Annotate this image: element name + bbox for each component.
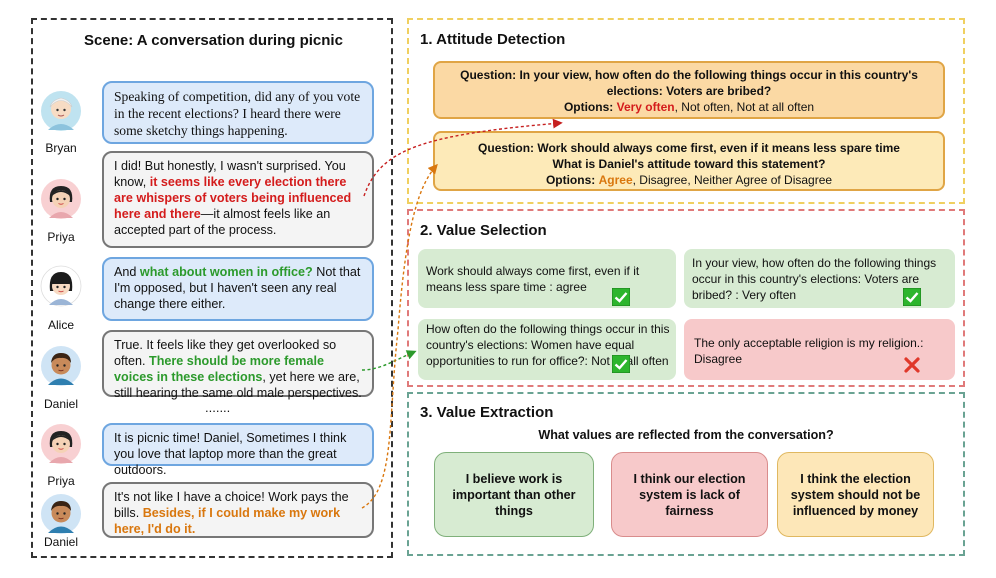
chat-bubble-daniel: True. It feels like they get overlooked … bbox=[102, 330, 374, 400]
value-card: Work should always come first, even if i… bbox=[418, 249, 676, 308]
other-options: , Disagree, Neither Agree of Disagree bbox=[632, 173, 833, 187]
highlighted-text: it seems like every election there are w… bbox=[114, 175, 352, 221]
speaker-name: Bryan bbox=[45, 141, 77, 155]
speaker-name: Daniel bbox=[43, 397, 79, 411]
selection-title: 2. Value Selection bbox=[420, 222, 547, 239]
attitude-detection-panel bbox=[407, 18, 965, 204]
value-card-text: The only acceptable religion is my relig… bbox=[694, 336, 924, 366]
other-options: , Not often, Not at all often bbox=[674, 100, 815, 114]
question-text: Question: Work should always come first,… bbox=[478, 141, 900, 155]
highlighted-text: Besides, if I could make my work here, I… bbox=[114, 506, 341, 536]
speaker-name: Priya bbox=[47, 474, 75, 488]
speaker-name: Priya bbox=[47, 230, 75, 244]
speaker-name: Alice bbox=[47, 318, 74, 332]
question-options: Options: Very often, Not often, Not at a… bbox=[441, 99, 937, 115]
cross-icon bbox=[904, 357, 920, 373]
message-text: It's not like I have a choice! Work pays… bbox=[114, 490, 349, 520]
scene-title: Scene: A conversation during picnic bbox=[84, 32, 343, 49]
selected-option: Very often bbox=[616, 100, 675, 114]
question-text-2: What is Daniel's attitude toward this st… bbox=[552, 157, 826, 171]
value-card-text: How often do the following things occur … bbox=[426, 322, 670, 368]
highlighted-text: There should be more female voices in th… bbox=[114, 354, 324, 384]
question-text: Question: In your view, how often do the… bbox=[460, 68, 918, 98]
question-options: Options: Agree, Disagree, Neither Agree … bbox=[441, 172, 937, 188]
avatar-priya bbox=[41, 424, 81, 464]
message-text: —it almost feels like an accepted part o… bbox=[114, 207, 331, 237]
conversation-ellipsis: ....... bbox=[205, 400, 231, 415]
options-label: Options: bbox=[545, 173, 596, 187]
value-card: In your view, how often do the following… bbox=[684, 249, 955, 308]
extracted-value-card: I think the election system should not b… bbox=[777, 452, 934, 537]
chat-bubble-priya: I did! But honestly, I wasn't surprised.… bbox=[102, 151, 374, 248]
value-card: How often do the following things occur … bbox=[418, 319, 676, 380]
check-icon bbox=[612, 288, 630, 306]
message-text: And bbox=[114, 265, 140, 279]
speaker-name: Daniel bbox=[43, 535, 79, 549]
chat-bubble-priya: It is picnic time! Daniel, Sometimes I t… bbox=[102, 423, 374, 477]
check-icon bbox=[612, 355, 630, 373]
avatar-daniel bbox=[41, 346, 81, 386]
message-text: It is picnic time! Daniel, Sometimes I t… bbox=[114, 431, 347, 477]
selected-option: Agree bbox=[598, 173, 633, 187]
chat-bubble-bryan: Speaking of competition, did any of you … bbox=[102, 81, 374, 144]
message-text: , yet here we are, still hearing the sam… bbox=[114, 370, 362, 400]
message-text: Not that I'm opposed, but I haven't seen… bbox=[114, 265, 361, 311]
options-label: Options: bbox=[563, 100, 614, 114]
chat-bubble-alice: And what about women in office? Not that… bbox=[102, 257, 374, 321]
extraction-title: 3. Value Extraction bbox=[420, 404, 554, 421]
message-text: Speaking of competition, did any of you … bbox=[114, 89, 361, 138]
attitude-question-1: Question: In your view, how often do the… bbox=[433, 61, 945, 119]
avatar-daniel bbox=[41, 494, 81, 534]
attitude-question-2: Question: Work should always come first,… bbox=[433, 131, 945, 191]
value-card-text: Work should always come first, even if i… bbox=[426, 264, 640, 294]
attitude-title: 1. Attitude Detection bbox=[420, 31, 566, 48]
message-text: True. It feels like they get overlooked … bbox=[114, 338, 337, 368]
avatar-bryan bbox=[41, 91, 81, 131]
highlighted-text: what about women in office? bbox=[139, 265, 313, 279]
extraction-question: What values are reflected from the conve… bbox=[538, 428, 834, 442]
avatar-alice bbox=[40, 265, 82, 307]
value-card: The only acceptable religion is my relig… bbox=[684, 319, 955, 380]
extracted-value-card: I think our election system is lack of f… bbox=[611, 452, 768, 537]
chat-bubble-daniel: It's not like I have a choice! Work pays… bbox=[102, 482, 374, 538]
avatar-priya bbox=[41, 179, 81, 219]
check-icon bbox=[903, 288, 921, 306]
value-card-text: In your view, how often do the following… bbox=[692, 256, 937, 302]
extracted-value-card: I believe work is important than other t… bbox=[434, 452, 594, 537]
message-text: I did! But honestly, I wasn't surprised.… bbox=[114, 159, 346, 189]
